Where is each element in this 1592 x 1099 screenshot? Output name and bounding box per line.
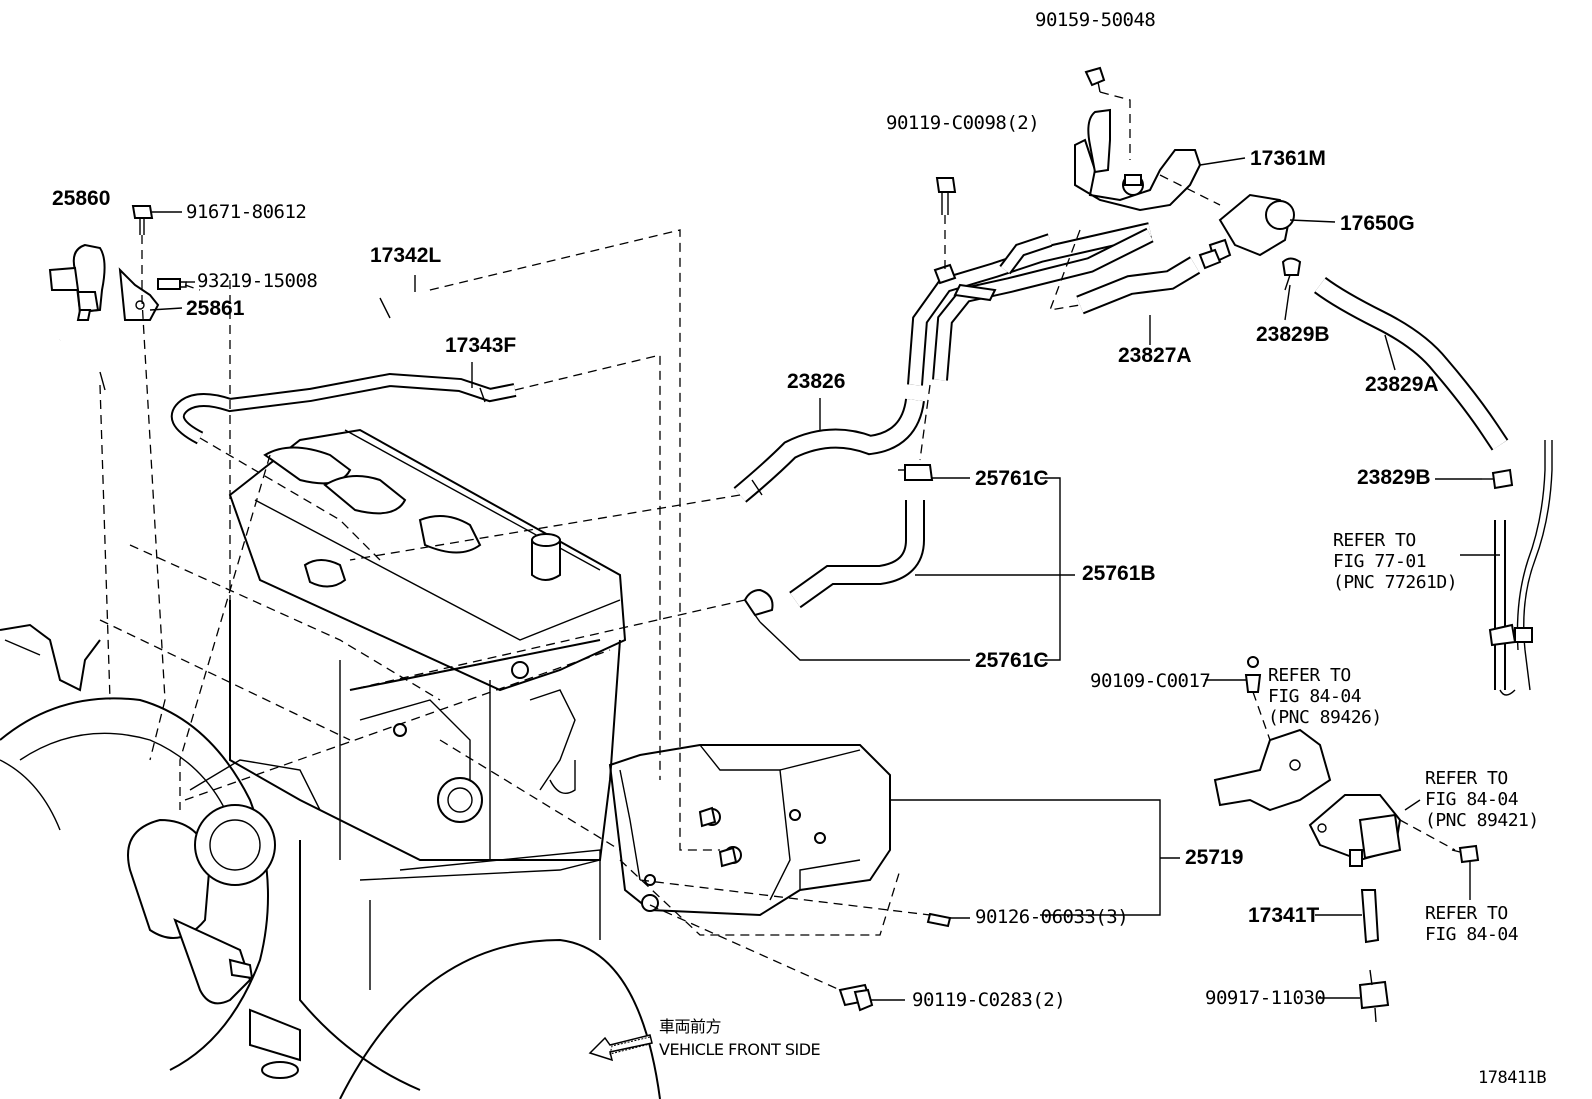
ref-fig-77-01: REFER TO FIG 77-01 (PNC 77261D) bbox=[1333, 530, 1458, 593]
label-23826: 23826 bbox=[787, 370, 846, 393]
label-91671-80612: 91671-80612 bbox=[186, 201, 307, 223]
engine-block bbox=[0, 428, 661, 1099]
hose-17342l-inner bbox=[54, 285, 432, 391]
diagram-id: 178411B bbox=[1478, 1068, 1547, 1088]
label-17361m: 17361M bbox=[1250, 147, 1326, 170]
label-90126-06033: 90126-06033(3) bbox=[975, 906, 1129, 928]
label-25861: 25861 bbox=[186, 297, 245, 320]
label-25761c-bottom: 25761C bbox=[975, 649, 1049, 672]
label-17341t: 17341T bbox=[1248, 904, 1320, 927]
stud-90126 bbox=[926, 912, 952, 928]
label-23827a: 23827A bbox=[1118, 344, 1192, 367]
label-17343f: 17343F bbox=[445, 334, 517, 357]
ref-fig-84-04-c: REFER TO FIG 84-04 bbox=[1425, 903, 1519, 945]
label-23829a: 23829A bbox=[1365, 373, 1439, 396]
ref-fig-84-04-a: REFER TO FIG 84-04 (PNC 89426) bbox=[1268, 665, 1382, 728]
clip-23829b-top bbox=[1281, 257, 1302, 276]
label-93219-15008: 93219-15008 bbox=[197, 270, 318, 292]
pipe-assembly-17361m bbox=[907, 66, 1202, 386]
hose-17341t bbox=[1360, 889, 1380, 944]
label-90159-50048: 90159-50048 bbox=[1035, 9, 1156, 31]
ref-fig-84-04-b: REFER TO FIG 84-04 (PNC 89421) bbox=[1425, 768, 1539, 831]
label-90119-c0098: 90119-C0098(2) bbox=[886, 112, 1040, 134]
label-17342l: 17342L bbox=[370, 244, 442, 267]
label-17650g: 17650G bbox=[1340, 212, 1415, 235]
vsv-90917 bbox=[1358, 969, 1390, 1023]
intercooler-25719 bbox=[608, 744, 891, 917]
hose-17342l-marks bbox=[99, 297, 391, 391]
label-25719: 25719 bbox=[1185, 846, 1244, 869]
dashed-lines bbox=[99, 91, 1456, 991]
bolt-90119-c0283-head bbox=[853, 988, 874, 1012]
valve-17650g bbox=[1198, 193, 1295, 270]
hose-25761b bbox=[743, 464, 934, 623]
pipe-fig77 bbox=[1488, 440, 1553, 696]
bracket-fig84-a bbox=[1213, 656, 1332, 812]
label-90917-11030: 90917-11030 bbox=[1205, 987, 1326, 1009]
sensor-fig84-b bbox=[1308, 794, 1480, 867]
label-25761b: 25761B bbox=[1082, 562, 1156, 585]
front-arrow-icon bbox=[588, 1034, 653, 1062]
clip-23829b-right bbox=[1491, 468, 1514, 490]
direction-english: VEHICLE FRONT SIDE bbox=[659, 1040, 821, 1059]
vsv-25860 bbox=[48, 205, 187, 321]
label-25860: 25860 bbox=[52, 187, 111, 210]
leader-lines bbox=[149, 157, 1500, 1001]
label-90119-c0283: 90119-C0283(2) bbox=[912, 989, 1066, 1011]
direction-japanese: 車両前方 bbox=[659, 1017, 722, 1036]
label-23829b-top: 23829B bbox=[1256, 323, 1330, 346]
hose-17342l bbox=[58, 289, 431, 387]
label-25761c-top: 25761C bbox=[975, 467, 1049, 490]
label-90109-c0017: 90109-C0017 bbox=[1090, 670, 1211, 692]
label-23829b-right: 23829B bbox=[1357, 466, 1431, 489]
